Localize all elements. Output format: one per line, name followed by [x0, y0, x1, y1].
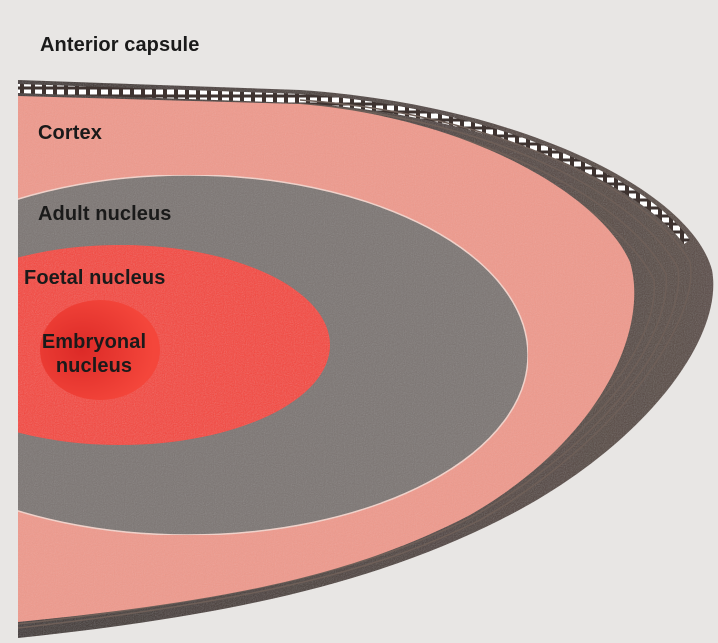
cortex-label: Cortex: [38, 122, 102, 145]
anterior-capsule-label: Anterior capsule: [40, 34, 199, 57]
section-edge-mask: [0, 0, 18, 643]
embryonal-nucleus-label: Embryonal nucleus: [34, 330, 154, 378]
foetal-nucleus-label: Foetal nucleus: [24, 267, 165, 290]
adult-nucleus-label: Adult nucleus: [38, 203, 172, 226]
